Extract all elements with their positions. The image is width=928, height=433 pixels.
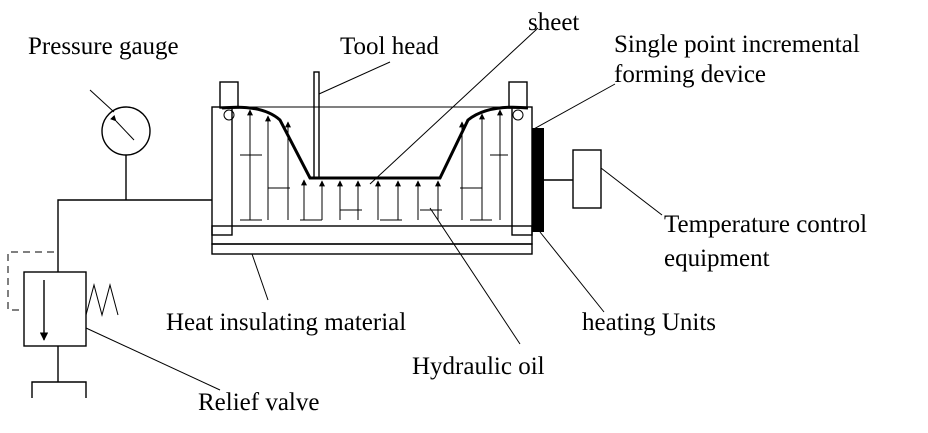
pressure-arrows <box>247 109 503 220</box>
sheet-profile <box>221 105 529 180</box>
label-spif-line1: Single point incremental <box>614 31 860 58</box>
pilot-line <box>7 251 59 311</box>
oil-level-lines <box>240 154 508 221</box>
heating-unit <box>532 128 544 232</box>
heat-insulating-layer <box>211 243 533 255</box>
label-spif-line2: forming device <box>614 61 766 88</box>
label-tool-head: Tool head <box>340 33 439 60</box>
label-heating-units: heating Units <box>582 309 716 336</box>
right-clamp <box>508 81 528 109</box>
tank-symbol <box>31 381 87 398</box>
container-bottom-wall <box>211 225 533 245</box>
label-hydraulic-oil: Hydraulic oil <box>412 353 545 380</box>
leader-lines <box>85 27 663 391</box>
left-seal <box>223 109 235 121</box>
container-right-wall <box>511 106 533 236</box>
hydraulic-circuit <box>7 106 212 398</box>
valve-spring <box>85 283 119 317</box>
container-left-wall <box>211 106 233 236</box>
gauge-needle <box>110 115 135 141</box>
label-temperature-line1: Temperature control <box>664 211 867 238</box>
left-clamp <box>219 81 239 109</box>
label-temperature-line2: equipment <box>664 245 770 272</box>
label-heat-insulating: Heat insulating material <box>166 309 406 336</box>
label-relief-valve: Relief valve <box>198 389 319 416</box>
tool-head <box>313 71 320 179</box>
label-sheet: sheet <box>528 9 579 36</box>
label-pressure-gauge: Pressure gauge <box>28 33 179 60</box>
oil-chamber <box>231 106 513 227</box>
relief-valve-body <box>23 271 87 347</box>
container <box>211 81 533 255</box>
pressure-gauge <box>101 106 151 156</box>
supply-pipe <box>57 199 212 272</box>
temperature-control-box <box>572 149 602 209</box>
right-seal <box>512 109 524 121</box>
